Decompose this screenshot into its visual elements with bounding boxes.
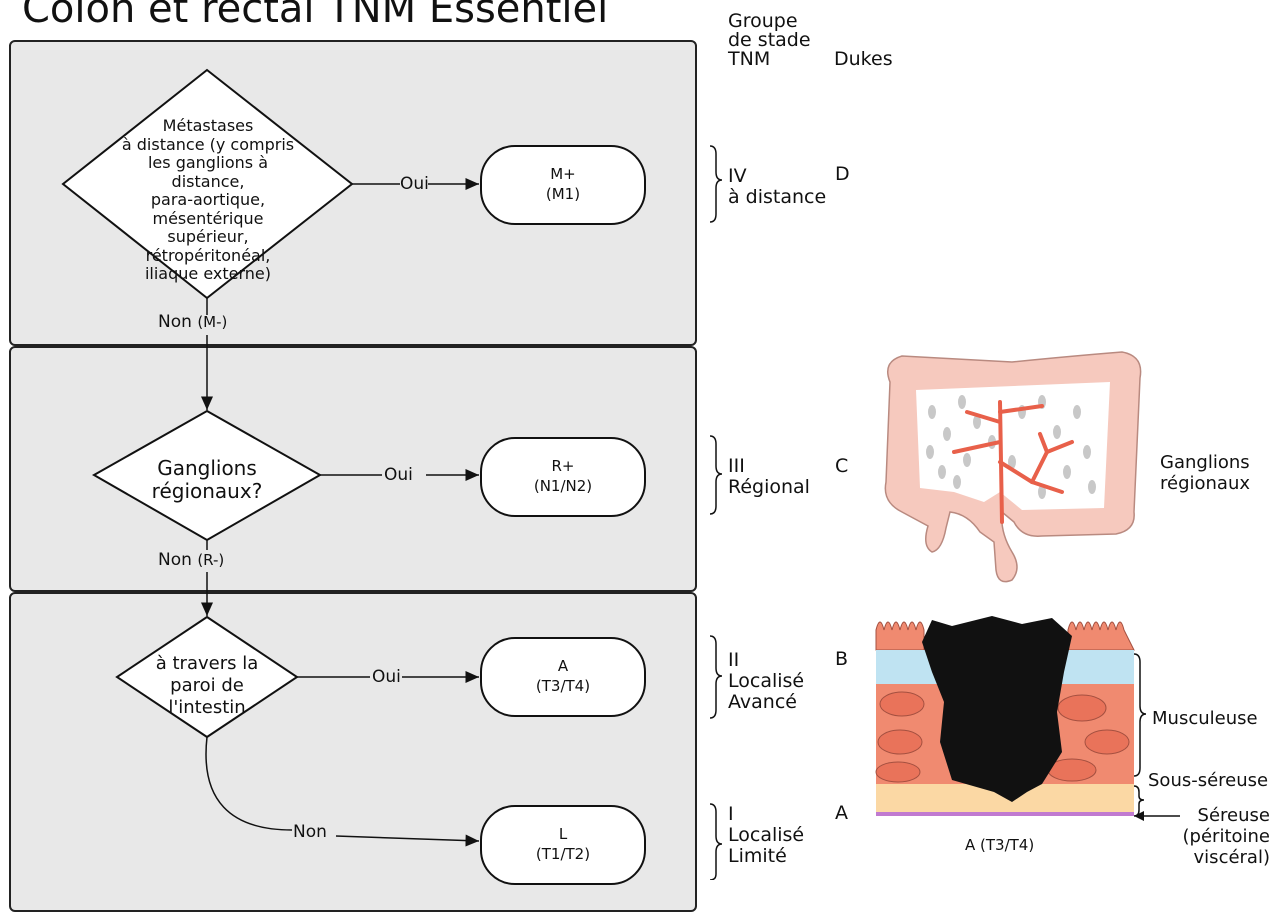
dukes-header: Dukes bbox=[834, 50, 893, 69]
edge-no-text: Non bbox=[158, 550, 192, 570]
text-line: l'intestin bbox=[137, 697, 277, 719]
text-line: Métastases bbox=[120, 117, 296, 136]
outcome-code: R+ bbox=[481, 456, 645, 476]
text-line: iliaque externe) bbox=[120, 265, 296, 284]
edge-no-r-label: Non (R-) bbox=[158, 550, 224, 570]
text-line: rétropéritonéal, bbox=[120, 247, 296, 266]
flowchart bbox=[0, 0, 700, 905]
intestinal-wall-illustration bbox=[872, 612, 1142, 827]
edge-no-label: Non bbox=[293, 822, 327, 842]
outcome-detail: (T1/T2) bbox=[481, 844, 645, 864]
outcome-m-text: M+ (M1) bbox=[481, 164, 645, 204]
stage-name: à distance bbox=[728, 187, 826, 208]
dukes-d: D bbox=[835, 163, 850, 185]
edge-yes-label: Oui bbox=[384, 465, 413, 485]
decision-metastases-text: Métastases à distance (y compris les gan… bbox=[120, 117, 296, 284]
dukes-b: B bbox=[835, 648, 848, 670]
outcome-code: M+ bbox=[481, 164, 645, 184]
edge-no-r-code: (R-) bbox=[197, 551, 224, 569]
text-line: paroi de bbox=[137, 675, 277, 697]
outcome-l-text: L (T1/T2) bbox=[481, 824, 645, 864]
stage-number: IV bbox=[728, 166, 826, 187]
decision-regional-text: Ganglions régionaux? bbox=[140, 457, 274, 503]
text-line: para-aortique, bbox=[120, 191, 296, 210]
label-line: viscéral) bbox=[1178, 847, 1270, 868]
label-sous-sereuse: Sous-séreuse bbox=[1148, 770, 1268, 791]
stage-iii-label: III Régional bbox=[728, 456, 810, 498]
outcome-r-text: R+ (N1/N2) bbox=[481, 456, 645, 496]
stage-number: III bbox=[728, 456, 810, 477]
outcome-detail: (N1/N2) bbox=[481, 476, 645, 496]
stage-name: Avancé bbox=[728, 692, 804, 713]
stage-name: Limité bbox=[728, 846, 804, 867]
stage-ii-label: II Localisé Avancé bbox=[728, 650, 804, 713]
edge-no-text: Non bbox=[158, 312, 192, 332]
text-line: à distance (y compris bbox=[120, 136, 296, 155]
serosa-layer bbox=[876, 812, 1134, 816]
outcome-detail: (T3/T4) bbox=[481, 676, 645, 696]
outcome-code: L bbox=[481, 824, 645, 844]
edge-yes-label: Oui bbox=[372, 667, 401, 687]
dukes-c: C bbox=[835, 455, 848, 477]
label-sereuse: Séreuse (péritoine viscéral) bbox=[1178, 805, 1270, 868]
header-line: TNM bbox=[728, 50, 811, 69]
text-line: mésentérique supérieur, bbox=[120, 210, 296, 247]
colon-label: Ganglions régionaux bbox=[1160, 452, 1250, 494]
stage-number: I bbox=[728, 804, 804, 825]
stage-iv-label: IV à distance bbox=[728, 166, 826, 208]
serosa-arrow bbox=[1132, 808, 1182, 824]
text-line: les ganglions à distance, bbox=[120, 154, 296, 191]
stage-name: Localisé bbox=[728, 825, 804, 846]
stage-group-header: Groupe de stade TNM bbox=[728, 12, 811, 69]
label-musculeuse: Musculeuse bbox=[1152, 708, 1258, 729]
decision-wall-text: à travers la paroi de l'intestin bbox=[137, 653, 277, 719]
text-line: à travers la bbox=[137, 653, 277, 675]
stage-i-label: I Localisé Limité bbox=[728, 804, 804, 867]
outcome-a-text: A (T3/T4) bbox=[481, 656, 645, 696]
wall-caption: A (T3/T4) bbox=[965, 836, 1034, 854]
text-line: Ganglions bbox=[140, 457, 274, 480]
outcome-code: A bbox=[481, 656, 645, 676]
label-line: régionaux bbox=[1160, 473, 1250, 494]
edge-no-m-code: (M-) bbox=[197, 313, 227, 331]
outcome-detail: (M1) bbox=[481, 184, 645, 204]
edge-no-m-label: Non (M-) bbox=[158, 312, 227, 332]
stage-number: II bbox=[728, 650, 804, 671]
dukes-a: A bbox=[835, 802, 848, 824]
wall-braces bbox=[1130, 650, 1154, 830]
label-line: (péritoine bbox=[1178, 826, 1270, 847]
stage-name: Régional bbox=[728, 477, 810, 498]
label-line: Ganglions bbox=[1160, 452, 1250, 473]
stage-braces bbox=[700, 140, 730, 880]
text-line: régionaux? bbox=[140, 480, 274, 503]
label-line: Séreuse bbox=[1178, 805, 1270, 826]
stage-name: Localisé bbox=[728, 671, 804, 692]
colon-illustration bbox=[872, 342, 1152, 592]
edge-yes-label: Oui bbox=[400, 174, 429, 194]
